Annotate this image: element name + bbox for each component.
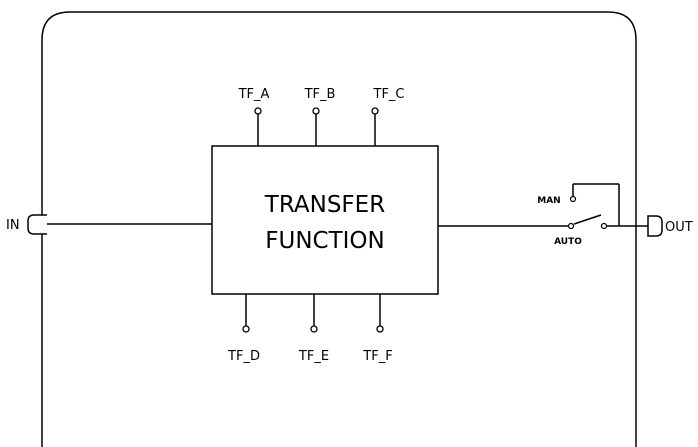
man-label: MAN [537, 196, 560, 206]
out-port[interactable]: OUT [647, 215, 693, 237]
param-pin-tf-d[interactable]: TF_D [227, 294, 260, 364]
switch-blade [573, 214, 602, 225]
param-label-tf-a: TF_A [238, 87, 270, 102]
switch-pivot [600, 222, 608, 230]
param-label-tf-b: TF_B [304, 87, 336, 102]
block-title-line1: TRANSFER [264, 192, 385, 218]
param-pin-tf-a[interactable]: TF_A [238, 87, 270, 146]
param-label-tf-d: TF_D [227, 349, 260, 364]
in-port[interactable]: IN [6, 214, 47, 235]
transfer-function-block[interactable]: TRANSFER FUNCTION [211, 145, 439, 295]
auto-contact [567, 222, 575, 230]
man-auto-switch[interactable]: MAN AUTO [537, 183, 648, 247]
man-contact [569, 195, 577, 203]
param-pin-tf-c[interactable]: TF_C [371, 87, 405, 146]
module-frame [41, 11, 637, 447]
param-label-tf-e: TF_E [298, 349, 329, 364]
param-pin-tf-f[interactable]: TF_F [362, 294, 393, 364]
in-port-label: IN [6, 218, 20, 233]
block-title-line2: FUNCTION [265, 228, 384, 254]
param-pin-tf-b[interactable]: TF_B [304, 87, 336, 146]
out-port-label: OUT [665, 220, 693, 235]
param-pin-tf-e[interactable]: TF_E [298, 294, 329, 364]
param-label-tf-f: TF_F [362, 349, 392, 364]
param-label-tf-c: TF_C [373, 87, 405, 102]
auto-label: AUTO [554, 237, 582, 247]
